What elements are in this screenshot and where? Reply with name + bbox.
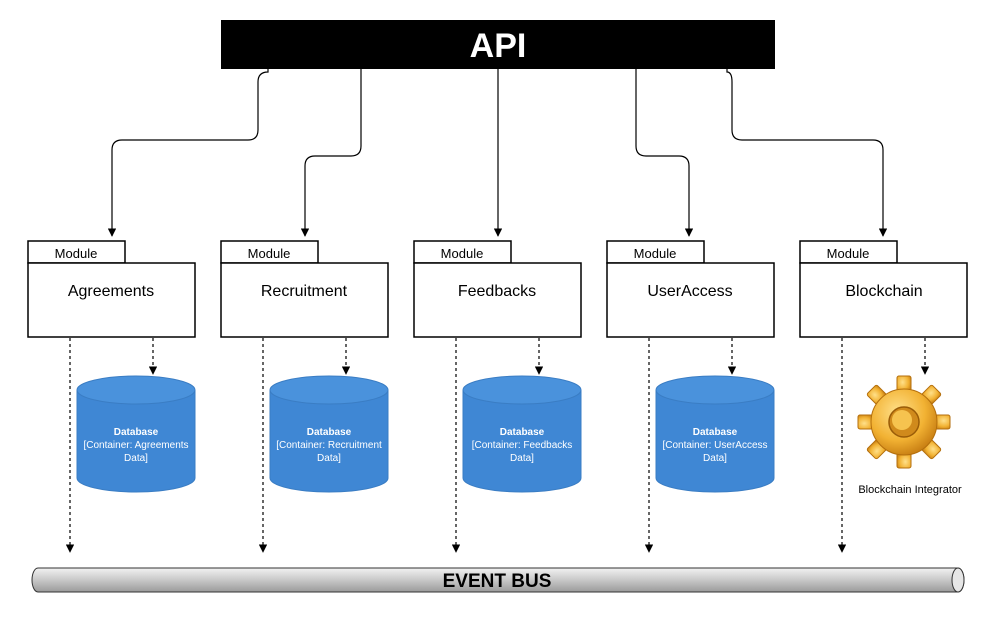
api-connectors bbox=[107, 69, 888, 237]
database-container-end: Data] bbox=[317, 453, 341, 464]
connector-useraccess bbox=[635, 69, 694, 237]
database-container-end: Data] bbox=[510, 453, 534, 464]
connector-recruitment bbox=[300, 69, 362, 237]
module-name: Agreements bbox=[68, 283, 154, 300]
module-recruitment: Module Recruitment bbox=[220, 240, 389, 338]
database-recruitment: Database [Container: Recruitment Data] bbox=[269, 375, 389, 493]
api-gateway: API bbox=[221, 20, 775, 69]
database-title: Database bbox=[114, 427, 159, 438]
database-useraccess: Database [Container: UserAccess Data] bbox=[655, 375, 775, 493]
module-tag: Module bbox=[55, 246, 98, 261]
connector-blockchain bbox=[726, 69, 888, 237]
event-bus: EVENT BUS bbox=[31, 567, 965, 593]
database-container-end: Data] bbox=[703, 453, 727, 464]
database-container: [Container: UserAccess bbox=[662, 440, 767, 451]
module-agreements: Module Agreements bbox=[27, 240, 196, 338]
module-tag: Module bbox=[248, 246, 291, 261]
module-useraccess: Module UserAccess bbox=[606, 240, 775, 338]
database-title: Database bbox=[693, 427, 738, 438]
module-tag: Module bbox=[827, 246, 870, 261]
database-container: [Container: Recruitment bbox=[276, 440, 382, 451]
api-label: API bbox=[470, 27, 527, 65]
module-name: Feedbacks bbox=[458, 283, 536, 300]
integrator-label: Blockchain Integrator bbox=[858, 484, 962, 496]
module-blockchain: Module Blockchain bbox=[799, 240, 968, 338]
module-tag: Module bbox=[634, 246, 677, 261]
module-feedbacks: Module Feedbacks bbox=[413, 240, 582, 338]
dashed-connectors bbox=[65, 338, 930, 553]
database-container: [Container: Feedbacks bbox=[472, 440, 573, 451]
blockchain-integrator: Blockchain Integrator bbox=[857, 375, 962, 496]
event-bus-label: EVENT BUS bbox=[443, 571, 552, 592]
module-name: Recruitment bbox=[261, 283, 348, 300]
module-name: UserAccess bbox=[647, 283, 732, 300]
connector-agreements bbox=[107, 69, 269, 237]
database-container-end: Data] bbox=[124, 453, 148, 464]
database-agreements: Database [Container: Agreements Data] bbox=[76, 375, 196, 493]
database-title: Database bbox=[307, 427, 352, 438]
database-container: [Container: Agreements bbox=[83, 440, 188, 451]
database-title: Database bbox=[500, 427, 545, 438]
gear-icon bbox=[857, 375, 951, 469]
module-tag: Module bbox=[441, 246, 484, 261]
module-name: Blockchain bbox=[845, 283, 922, 300]
database-feedbacks: Database [Container: Feedbacks Data] bbox=[462, 375, 582, 493]
